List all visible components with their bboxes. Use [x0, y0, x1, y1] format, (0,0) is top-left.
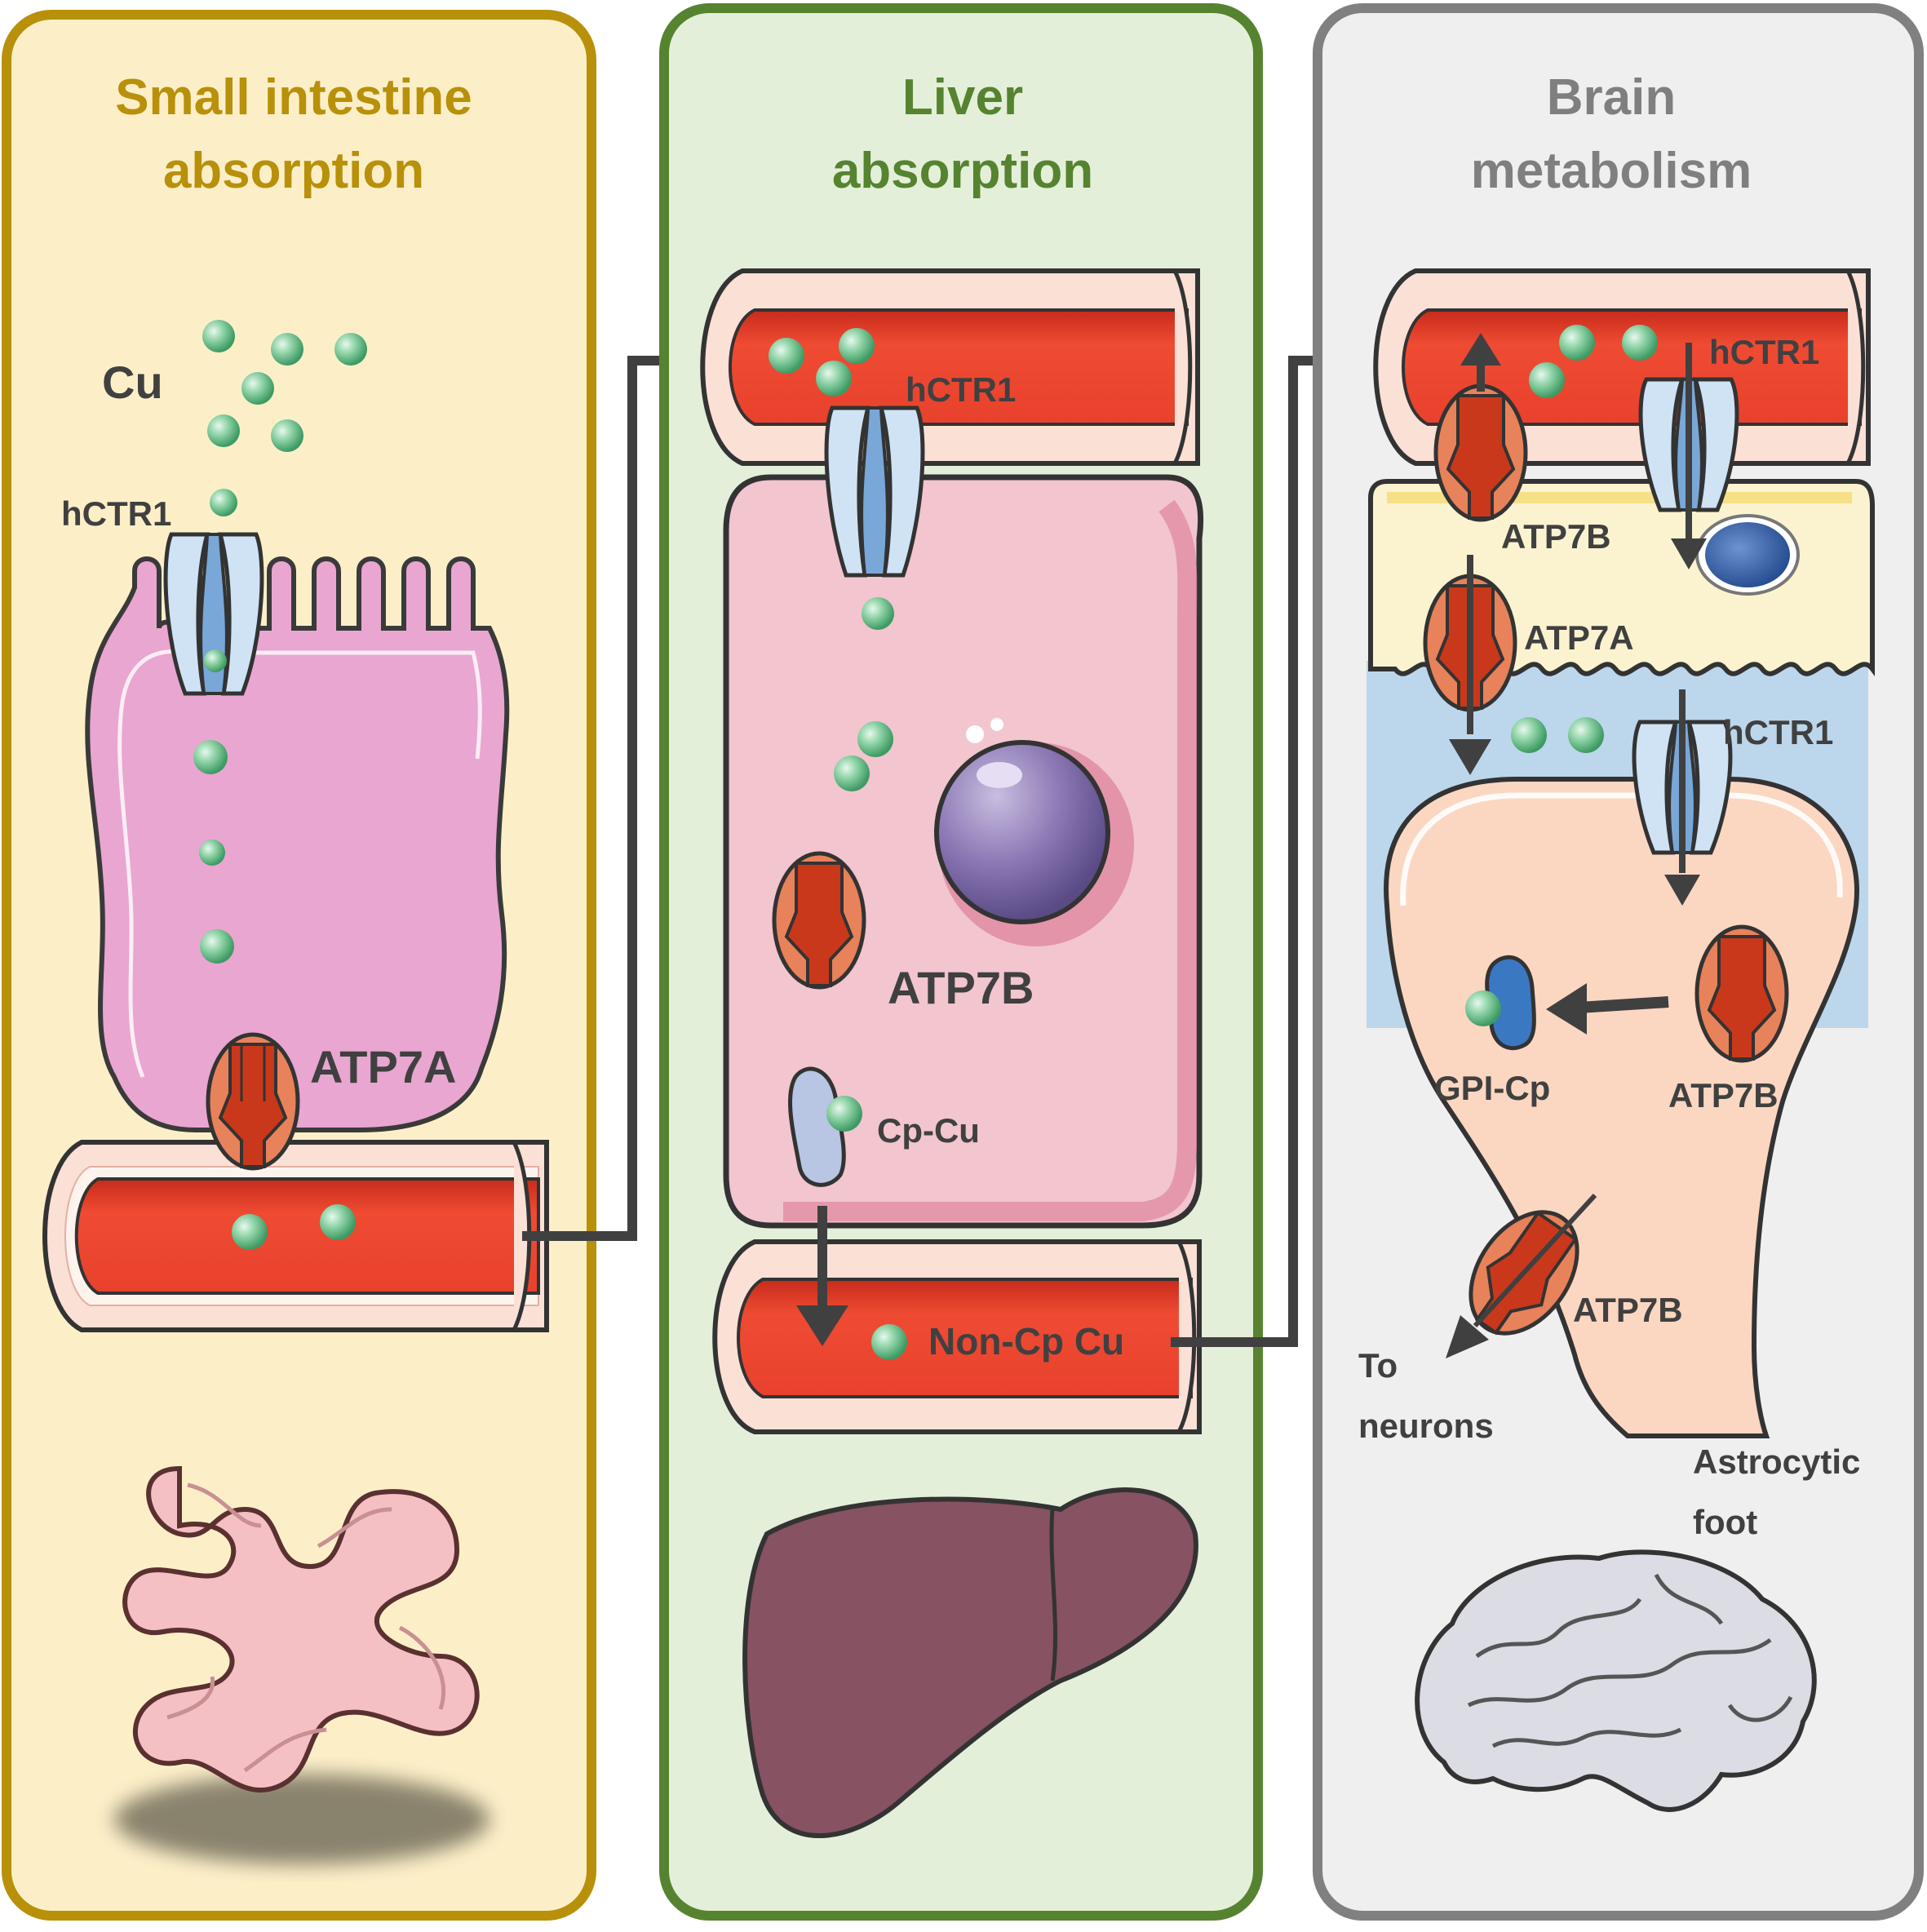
intestine-organ-icon [114, 1465, 490, 1864]
arrow-to-neurons [1473, 1193, 1597, 1328]
arrow-left [1578, 996, 1669, 1013]
cu-ion [769, 338, 804, 374]
atp7a-label-intestine: ATP7A [310, 1041, 456, 1092]
cu-ion [1559, 325, 1595, 361]
hctr1-label-intestine: hCTR1 [61, 494, 171, 533]
brain-title-line1: Brain [1547, 69, 1676, 126]
atp7b-transporter-liver [772, 851, 866, 990]
cu-ion [320, 1204, 356, 1240]
cu-ion [839, 328, 875, 364]
arrowhead-icon [1449, 739, 1491, 775]
atp7b-label-brain-mid: ATP7B [1668, 1076, 1779, 1114]
cu-ion [1529, 362, 1565, 398]
cu-ion [1568, 717, 1604, 753]
liver-title-line2: absorption [832, 143, 1093, 199]
cp-cu-label: Cp-Cu [877, 1111, 980, 1150]
atp7b-transporter-brain-mid [1694, 924, 1789, 1063]
neurons-label: neurons [1358, 1407, 1494, 1445]
intestine-title-line1: Small intestine [115, 69, 472, 126]
foot-label: foot [1693, 1503, 1757, 1541]
cu-ion [193, 740, 228, 774]
arrowhead-icon [1446, 1315, 1489, 1358]
hctr1-transporter-liver [824, 405, 925, 578]
atp7b-label-liver: ATP7B [888, 962, 1034, 1013]
hctr1-label-brain-mid: hCTR1 [1723, 713, 1833, 751]
cu-ion [204, 649, 227, 672]
ceruloplasmin-cu [788, 1066, 862, 1187]
atp7b-label-brain-top: ATP7B [1501, 517, 1611, 556]
blood-vessel-liver-bottom [712, 1239, 1202, 1434]
cu-ion [232, 1214, 268, 1250]
to-label: To [1358, 1346, 1398, 1385]
atp7a-label-brain: ATP7A [1524, 618, 1634, 657]
arrowhead-icon [1546, 983, 1587, 1035]
hctr1-transporter-intestine [163, 532, 264, 696]
cu-ion [857, 721, 893, 757]
cu-ion [199, 840, 225, 866]
copper-ions-cluster [202, 320, 367, 516]
blood-vessel-intestine [42, 1140, 549, 1332]
non-cp-cu-label: Non-Cp Cu [928, 1320, 1124, 1363]
liver-title-line1: Liver [902, 69, 1023, 126]
atp7a-transporter-intestine [206, 1032, 300, 1171]
cu-ion [200, 929, 234, 964]
intestine-title-line2: absorption [163, 143, 424, 199]
atp7b-transporter-brain-top [1433, 383, 1528, 522]
cu-ion [871, 1324, 907, 1360]
arrowhead-icon [796, 1305, 848, 1346]
cu-label: Cu [102, 357, 163, 408]
astrocytic-label: Astrocytic [1693, 1442, 1860, 1481]
arrowhead-icon [1664, 875, 1700, 906]
cu-ion [834, 756, 870, 791]
hctr1-label-liver: hCTR1 [906, 370, 1016, 409]
endothelial-nucleus [1695, 514, 1800, 596]
cu-ion [862, 597, 894, 630]
brain-organ-icon [1415, 1549, 1817, 1812]
arrowhead-icon [1671, 538, 1707, 569]
hctr1-label-brain-top: hCTR1 [1709, 333, 1819, 371]
gpi-ceruloplasmin [1465, 955, 1536, 1051]
cu-ion [816, 361, 852, 397]
nucleus [934, 718, 1134, 946]
brain-title-line2: metabolism [1471, 143, 1752, 199]
liver-organ-icon [742, 1487, 1198, 1838]
arrowhead-icon [1460, 333, 1501, 366]
cu-ion [1511, 717, 1547, 753]
atp7b-label-brain-low: ATP7B [1573, 1291, 1683, 1329]
cu-ion [1622, 325, 1658, 361]
enterocyte-cell [85, 556, 510, 1132]
gpi-cp-label: GPI-Cp [1434, 1069, 1550, 1107]
